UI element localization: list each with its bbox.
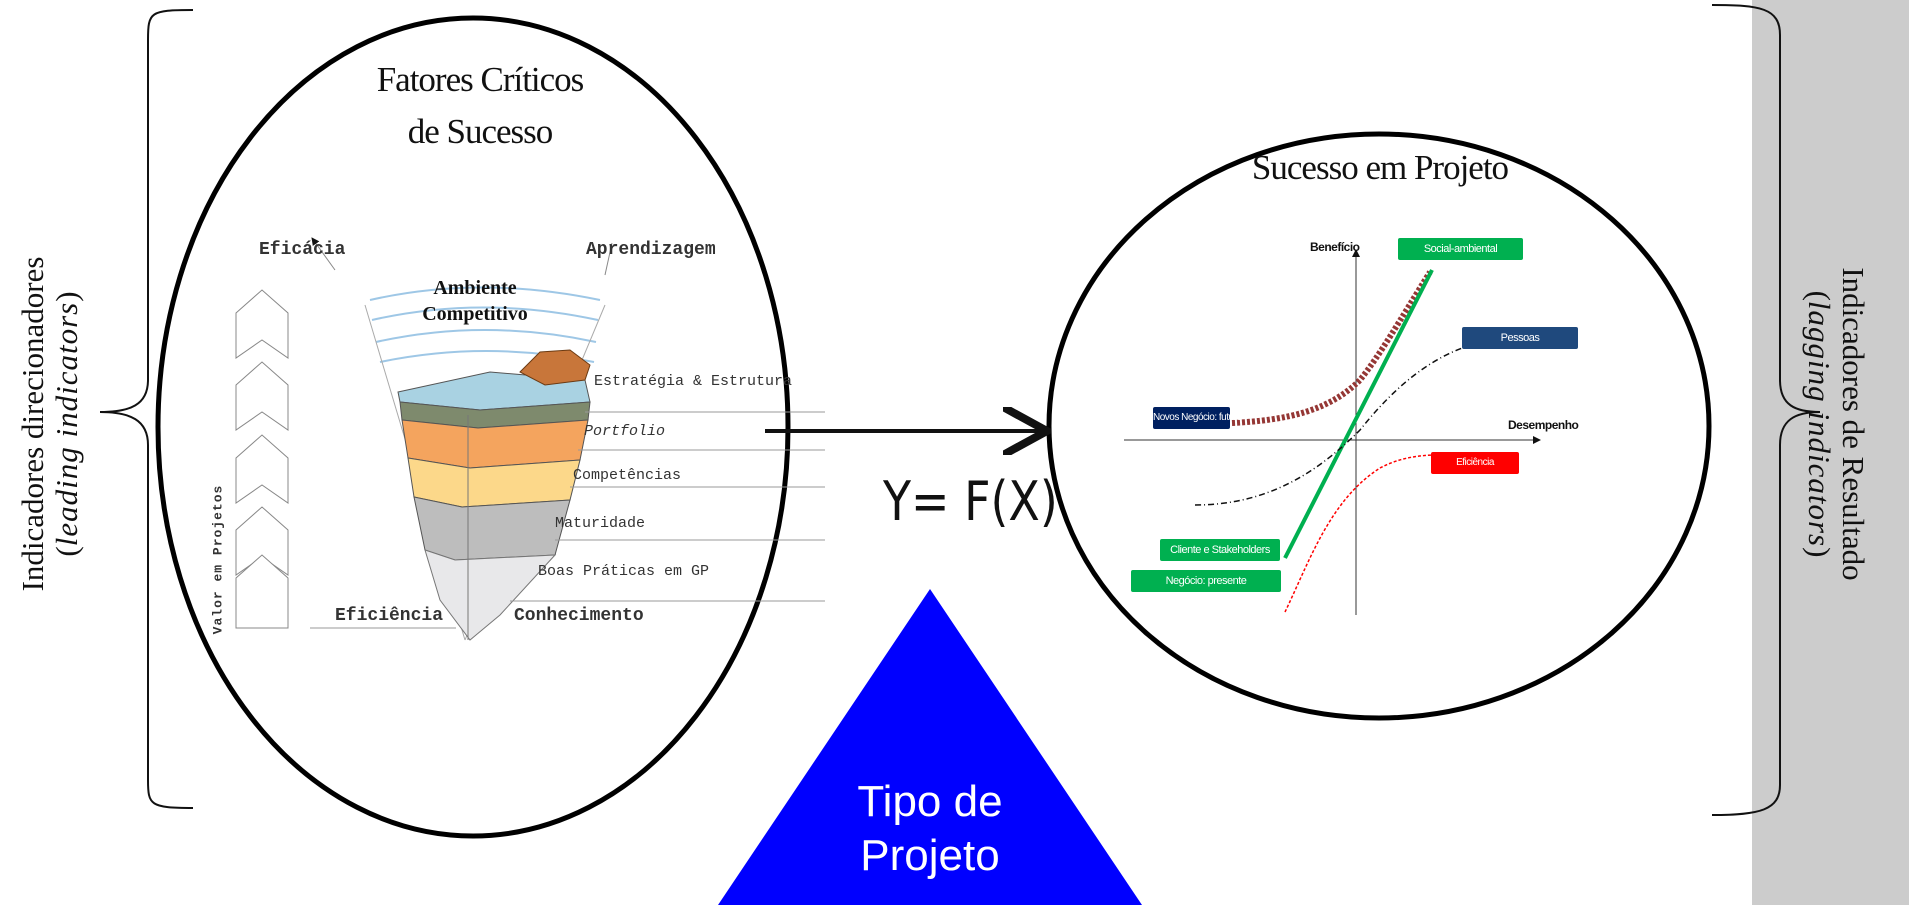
layer-label-estrategia: Estratégia & Estrutura	[594, 373, 793, 390]
x-axis-label: Desempenho	[1508, 418, 1579, 432]
layer-label-competencias: Competências	[573, 467, 682, 484]
layer-guide-lines	[310, 411, 825, 629]
tag-social-ambiental: Social-ambiental	[1398, 238, 1523, 260]
formula: Y= F(X)	[883, 470, 1058, 533]
layer-label-portfolio: Portfolio	[584, 423, 666, 440]
eficacia-arrow	[311, 237, 336, 271]
curve-novos	[1231, 270, 1433, 426]
project-type-line1: Tipo de	[857, 777, 1003, 826]
leading-label-line1: Indicadores direcionadores	[15, 256, 50, 592]
y-axis-label: Benefício	[1310, 240, 1360, 254]
ambiente-line2: Competitivo	[422, 303, 528, 325]
ambiente-line1: Ambiente	[433, 277, 517, 299]
leading-indicators-label: Indicadores direcionadores (leading indi…	[15, 149, 84, 699]
tag-eficiencia: Eficiência	[1431, 452, 1519, 474]
leading-label-italic: leading indicators	[49, 301, 84, 547]
critical-factors-title: Fatores Críticos de Sucesso	[330, 54, 630, 158]
layer-label-maturidade: Maturidade	[555, 515, 646, 532]
project-success-title: Sucesso em Projeto	[1251, 148, 1509, 187]
line-cliente	[1283, 269, 1434, 559]
conhecimento-label: Conhecimento	[514, 606, 644, 626]
tag-novos-negocio: Novos Negócio: futuro	[1153, 407, 1242, 429]
left-brace	[99, 9, 194, 809]
left-ellipse	[155, 15, 791, 839]
tag-pessoas: Pessoas	[1462, 327, 1578, 349]
project-type-text: Tipo de Projeto	[800, 775, 1060, 883]
project-type-line2: Projeto	[860, 831, 1000, 880]
aprendizagem-label: Aprendizagem	[586, 240, 716, 260]
eficacia-label: Eficácia	[259, 240, 346, 260]
project-type-triangle	[718, 589, 1142, 905]
layer-cone	[364, 286, 606, 641]
critical-factors-title-line2: de Sucesso	[407, 112, 554, 151]
lagging-indicators-label: Indicadores de Resultado (lagging indica…	[1802, 149, 1871, 699]
curve-pessoas	[1194, 339, 1491, 506]
layer-label-boas-praticas: Boas Práticas em GP	[538, 563, 710, 580]
lagging-label-italic: lagging indicators	[1802, 300, 1837, 548]
eficiencia-label: Eficiência	[335, 606, 444, 626]
right-gray-band	[1752, 0, 1909, 905]
valor-em-projetos-label: Valor em Projetos	[210, 484, 226, 635]
curve-eficiencia	[1284, 454, 1471, 613]
value-chevrons	[235, 289, 289, 629]
right-brace	[1711, 4, 1821, 816]
critical-factors-title-line1: Fatores Críticos	[376, 60, 585, 99]
success-chart	[1124, 249, 1541, 615]
ambiente-competitivo-label: Ambiente Competitivo	[410, 275, 540, 327]
tag-negocio-presente: Negócio: presente	[1131, 570, 1281, 592]
right-ellipse	[1046, 131, 1712, 721]
aprendizagem-arrow	[604, 242, 613, 276]
lagging-label-line1: Indicadores de Resultado	[1836, 267, 1871, 581]
tag-cliente-stakeholders: Cliente e Stakeholders	[1160, 539, 1280, 561]
